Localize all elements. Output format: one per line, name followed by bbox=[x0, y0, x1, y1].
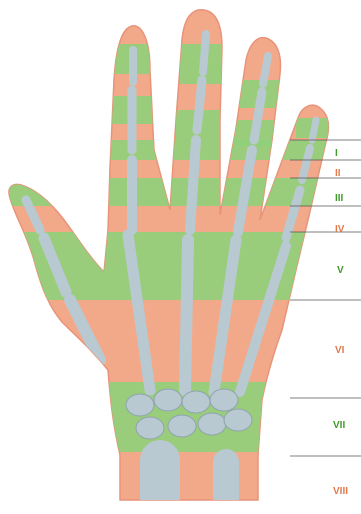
phalanx-middle-middle bbox=[197, 80, 202, 130]
carpal-bone-3 bbox=[182, 391, 210, 413]
zone-label-VIII: VIII bbox=[333, 486, 348, 497]
zone-label-VII: VII bbox=[333, 420, 345, 431]
phalanx-ring-distal bbox=[263, 56, 268, 84]
phalanx-middle-proximal bbox=[190, 140, 196, 230]
zone-label-IV: IV bbox=[335, 224, 344, 235]
phalanx-little-distal bbox=[312, 120, 316, 140]
zone-label-VI: VI bbox=[335, 345, 344, 356]
metacarpal-middle bbox=[185, 240, 188, 390]
carpal-bone-6 bbox=[168, 415, 196, 437]
carpal-bone-4 bbox=[210, 389, 238, 411]
carpal-bone-1 bbox=[126, 394, 154, 416]
zone-label-I: I bbox=[335, 148, 338, 159]
carpal-bone-7 bbox=[198, 413, 226, 435]
zone-band-III bbox=[0, 178, 361, 206]
carpal-bone-5 bbox=[136, 417, 164, 439]
zone-label-III: III bbox=[335, 193, 343, 204]
phalanx-middle-distal bbox=[203, 34, 206, 72]
carpal-bone-2 bbox=[154, 389, 182, 411]
zone-label-II: II bbox=[335, 168, 341, 179]
zone-label-V: V bbox=[337, 265, 344, 276]
carpal-bone-8 bbox=[224, 409, 252, 431]
